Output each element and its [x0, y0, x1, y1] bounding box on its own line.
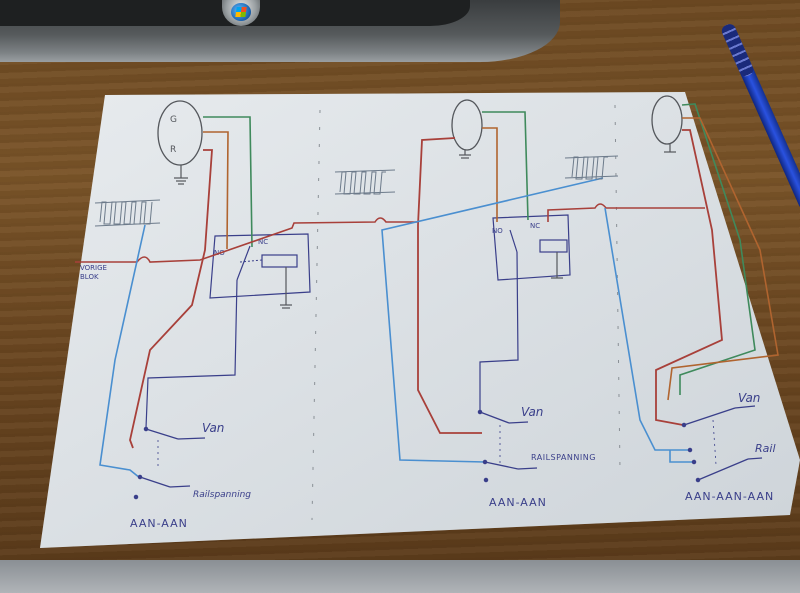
wire-red-led: [417, 137, 482, 434]
wire-red-led: [655, 129, 723, 426]
switch-2: [477, 409, 538, 483]
wire-blue: [99, 224, 146, 479]
switch-3-top-label: Van: [738, 391, 760, 405]
switch-2-top-label: Van: [521, 405, 543, 419]
section-3: Van Rail AAN-AAN-AAN: [604, 95, 779, 503]
wire-red-led: [129, 149, 213, 449]
wire-navy: [145, 279, 238, 429]
wire-green: [482, 111, 529, 221]
track-symbol: [94, 199, 161, 227]
wire-brown: [667, 117, 779, 401]
switch-3-type-label: AAN-AAN-AAN: [685, 490, 774, 503]
switch-1: [133, 426, 206, 500]
wire-green: [203, 116, 253, 248]
ground-icon: [664, 144, 676, 153]
wire-green: [679, 103, 756, 395]
windows-logo-icon: [231, 3, 251, 21]
switch-2-bottom-label: RAILSPANNING: [531, 453, 596, 462]
wire-brown: [203, 131, 229, 250]
relay-nc-label: NC: [530, 222, 540, 230]
relay-armature: [236, 245, 251, 281]
relay-armature: [509, 229, 518, 253]
led-symbol: [451, 99, 483, 151]
ground-icon: [459, 150, 471, 159]
relay-coil: [539, 239, 568, 253]
wire-navy: [479, 251, 519, 410]
paper-shading: [40, 92, 800, 548]
divider-1: [311, 109, 321, 521]
section-1: G R NO NC VORIGE BLOK: [75, 100, 418, 530]
wire-brown: [482, 127, 498, 222]
ground-icon: [280, 267, 292, 309]
switch-3-bottom-label: Rail: [755, 442, 776, 455]
switch-1-top-label: Van: [202, 421, 224, 435]
led-symbol: [157, 100, 203, 166]
previous-block-label-2: BLOK: [80, 273, 99, 281]
ground-icon: [174, 165, 188, 185]
switch-1-type-label: AAN-AAN: [130, 517, 188, 530]
wire-blue: [381, 177, 604, 463]
wire-blue: [604, 207, 692, 463]
relay-nc-label: NC: [258, 238, 268, 246]
laptop: [0, 0, 560, 62]
track-symbol: [564, 155, 619, 180]
led-pin-r: R: [170, 145, 176, 155]
section-2: NO NC Van RAILSPANNING AAN-AAN: [334, 99, 705, 509]
section-dividers: [311, 104, 621, 521]
track-symbol: [334, 169, 396, 195]
led-symbol: [651, 95, 683, 145]
floor-strip: [0, 560, 800, 593]
relay-2: [492, 214, 571, 281]
ground-icon: [551, 252, 563, 279]
wire-red-bus: [75, 217, 418, 263]
switch-1-bottom-label: Railspanning: [193, 490, 251, 500]
switch-3: [681, 405, 763, 483]
previous-block-label-1: VORIGE: [80, 264, 107, 272]
relay-no-label: NO: [492, 227, 503, 235]
wire-red-bus: [547, 203, 705, 222]
relay-coil: [261, 254, 298, 268]
switch-2-type-label: AAN-AAN: [489, 496, 547, 509]
relay-1: [209, 233, 311, 299]
led-pin-g: G: [170, 115, 177, 125]
